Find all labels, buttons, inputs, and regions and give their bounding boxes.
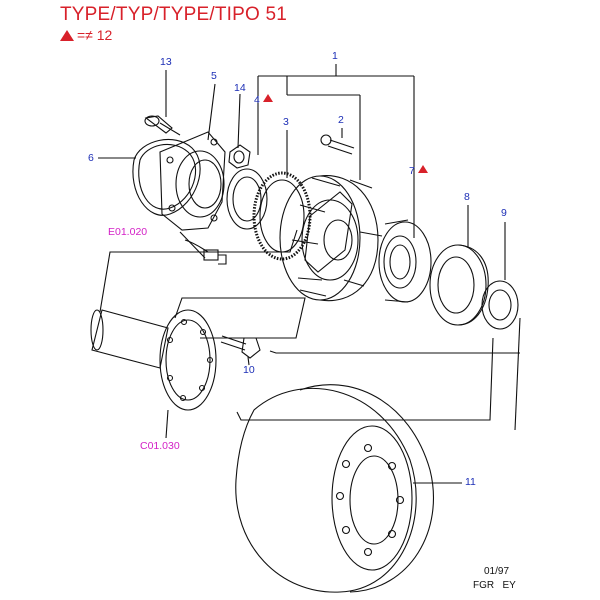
axle-shaft (90, 309, 217, 411)
callout-11: 11 (465, 476, 476, 488)
callout-1: 1 (332, 50, 338, 62)
callout-4: 4 (254, 94, 273, 106)
callout-8: 8 (464, 191, 470, 203)
leader-lines (98, 70, 506, 484)
callout-2: 2 (338, 114, 344, 126)
assembly-frame-lines (99, 229, 521, 431)
warning-triangle-icon (417, 165, 428, 173)
callout-5: 5 (211, 70, 217, 82)
legend: =≠ 12 (60, 27, 112, 43)
callout-6: 6 (88, 152, 94, 164)
callout-7-label: 7 (409, 165, 415, 177)
race-part-8 (429, 244, 489, 326)
hub-part-1 (279, 175, 383, 302)
reference-e01-020: E01.020 (108, 226, 148, 238)
backplate-part-5 (159, 131, 226, 231)
callout-9: 9 (501, 207, 507, 219)
reference-c01-030: C01.030 (140, 440, 180, 452)
seal-part-4 (226, 168, 268, 230)
stud-part-2 (320, 134, 355, 155)
diagram-title: TYPE/TYP/TYPE/TIPO 51 (60, 4, 287, 25)
nut-part-9 (481, 280, 519, 330)
nut-part-14 (228, 144, 251, 169)
bearing-part-7 (378, 219, 432, 303)
footer-date: 01/97 (484, 566, 510, 577)
gasket-part-6 (132, 139, 201, 216)
callout-4-label: 4 (254, 94, 260, 106)
bolt-part-10 (220, 335, 261, 359)
brake-drum-part-11 (235, 384, 434, 593)
sensor-connector (184, 239, 227, 265)
callout-7: 7 (409, 165, 428, 177)
callout-3: 3 (283, 116, 289, 128)
bolt-part-13 (144, 115, 181, 136)
footer-code: FGR EY (473, 580, 516, 591)
callout-13: 13 (160, 56, 172, 68)
callout-10: 10 (243, 364, 255, 376)
warning-triangle-icon (262, 94, 273, 102)
legend-text: =≠ 12 (77, 27, 113, 43)
red-triangle-icon (60, 29, 74, 41)
callout-1-bracket (257, 64, 415, 238)
callout-14: 14 (234, 82, 246, 94)
